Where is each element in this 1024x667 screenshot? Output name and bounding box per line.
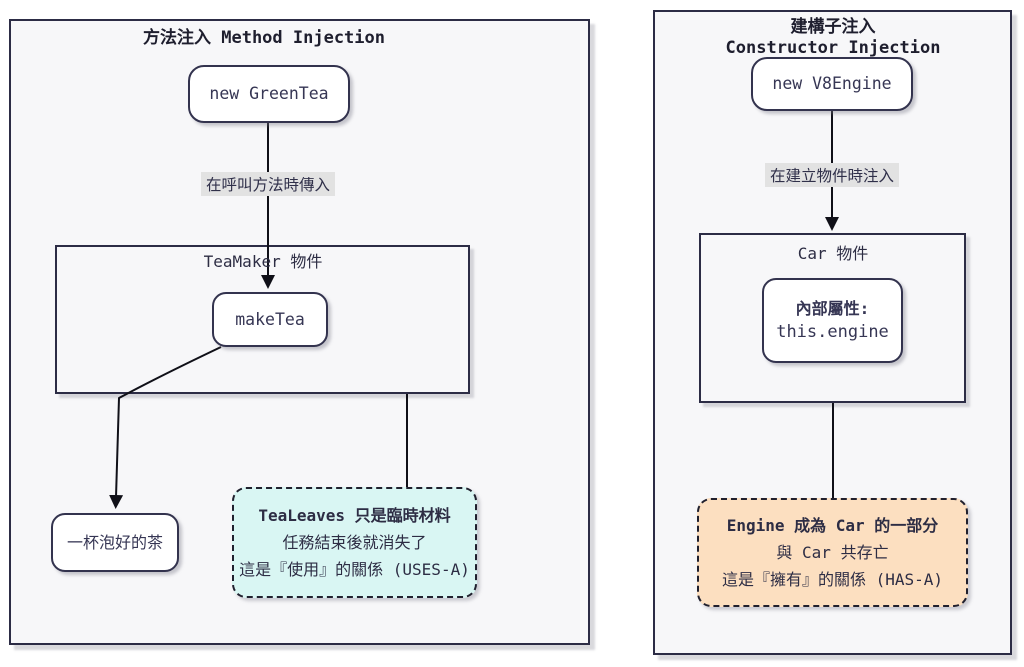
has-a-note-line2: 與 Car 共存亡 [776, 543, 889, 562]
uses-a-note: TeaLeaves 只是臨時材料 任務結束後就消失了 這是『使用』的關係 (US… [232, 487, 477, 598]
maketea-node: makeTea [212, 292, 328, 347]
car-property-value: this.engine [776, 321, 889, 342]
greentea-node-label: new GreenTea [209, 84, 329, 104]
has-a-note: Engine 成為 Car 的一部分 與 Car 共存亡 這是『擁有』的關係 (… [697, 498, 968, 607]
uses-a-note-line1: TeaLeaves 只是臨時材料 [258, 506, 451, 525]
v8engine-node: new V8Engine [751, 57, 913, 111]
constructor-injection-title-zh: 建構子注入 [790, 17, 876, 37]
constructor-injection-title-en: Constructor Injection [725, 38, 941, 58]
method-injection-title: 方法注入 Method Injection [143, 28, 385, 48]
tea-result-node-label: 一杯泡好的茶 [66, 532, 163, 552]
car-property-node: 內部屬性: this.engine [762, 278, 903, 363]
tea-result-node: 一杯泡好的茶 [51, 513, 179, 572]
teamaker-container-title: TeaMaker 物件 [203, 252, 323, 271]
greentea-node: new GreenTea [188, 65, 350, 123]
has-a-note-line1: Engine 成為 Car 的一部分 [726, 516, 939, 535]
car-container-title: Car 物件 [797, 244, 869, 263]
has-a-note-line3: 這是『擁有』的關係 (HAS-A) [721, 570, 944, 589]
maketea-node-label: makeTea [235, 309, 305, 329]
constructor-injection-edge-label: 在建立物件時注入 [764, 163, 900, 187]
car-property-label: 內部屬性: [795, 298, 870, 318]
uses-a-note-line2: 任務結束後就消失了 [282, 533, 427, 552]
v8engine-node-label: new V8Engine [772, 74, 892, 94]
uses-a-note-line3: 這是『使用』的關係 (USES-A) [239, 560, 470, 579]
method-injection-edge-label: 在呼叫方法時傳入 [200, 172, 336, 196]
